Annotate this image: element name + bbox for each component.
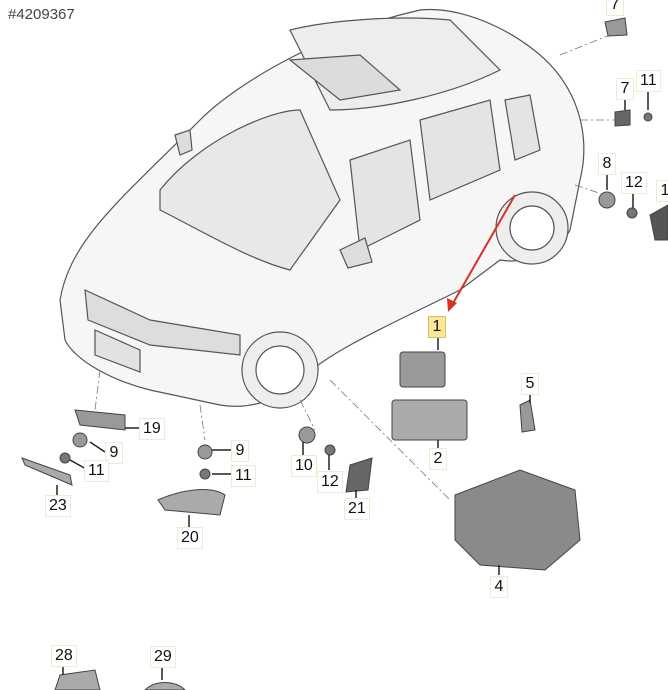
- part-label-12-center[interactable]: 12: [317, 471, 343, 493]
- part-10-sensor: [298, 426, 316, 444]
- part-5-clip: [519, 399, 536, 433]
- part-label-23[interactable]: 23: [45, 495, 71, 517]
- part-shapes: [21, 17, 668, 690]
- part-label-29[interactable]: 29: [150, 646, 176, 668]
- part-28: [54, 669, 101, 690]
- part-label-4[interactable]: 4: [490, 576, 508, 598]
- part-label-1-edge[interactable]: 1: [656, 180, 668, 202]
- part-label-1[interactable]: 1: [428, 316, 446, 338]
- part-label-12-right[interactable]: 12: [621, 172, 647, 194]
- part-29: [144, 682, 186, 690]
- part-label-11-right[interactable]: 11: [636, 70, 661, 92]
- reference-number: #4209367: [8, 6, 75, 23]
- part-label-9-center[interactable]: 9: [231, 440, 249, 462]
- leader-lines: [94, 34, 615, 501]
- part-label-28[interactable]: 28: [51, 645, 77, 667]
- part-label-8[interactable]: 8: [598, 153, 616, 175]
- part-label-5[interactable]: 5: [521, 373, 539, 395]
- part-label-9-left[interactable]: 9: [105, 442, 123, 464]
- part-label-7[interactable]: 7: [616, 78, 634, 100]
- part-label-19[interactable]: 19: [139, 418, 165, 440]
- part-1-sensor: [399, 351, 446, 388]
- part-label-2[interactable]: 2: [429, 448, 447, 470]
- part-23-bracket: [21, 457, 73, 486]
- part-11-ring: [59, 452, 71, 464]
- part-20-bracket: [157, 489, 226, 516]
- part-label-7-top[interactable]: 7: [606, 0, 624, 16]
- part-label-20[interactable]: 20: [177, 527, 203, 549]
- part-label-11-center[interactable]: 11: [231, 465, 256, 487]
- part-label-21[interactable]: 21: [344, 498, 370, 520]
- part-9-sensor: [72, 432, 88, 448]
- car-illustration: [59, 8, 585, 409]
- arrow-indicator: [447, 194, 516, 312]
- part-4-housing: [454, 469, 581, 571]
- part-2-bracket: [391, 399, 468, 441]
- part-19-bracket: [74, 409, 126, 431]
- part-21-cover: [345, 457, 373, 493]
- part-12-ring: [324, 444, 336, 456]
- part-label-10[interactable]: 10: [291, 455, 317, 477]
- part-label-11-left[interactable]: 11: [84, 460, 109, 482]
